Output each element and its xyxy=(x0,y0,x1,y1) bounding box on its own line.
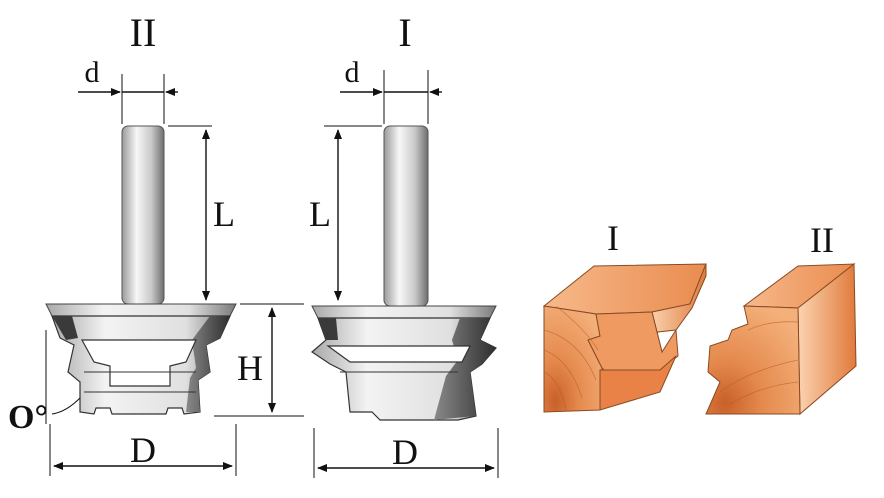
wood-i-lower xyxy=(599,355,677,411)
wood-piece-i xyxy=(542,263,707,413)
left-cutter xyxy=(45,125,237,415)
right-flute-a xyxy=(318,318,338,340)
left-diameter-label: D xyxy=(130,430,156,470)
right-flange xyxy=(311,305,497,319)
left-flute-a xyxy=(52,316,78,340)
right-d-label: d xyxy=(345,56,360,89)
left-shank xyxy=(121,125,165,305)
joint-label-i: I xyxy=(607,218,619,258)
dimension-lines xyxy=(45,70,499,478)
left-d-label: d xyxy=(85,56,100,89)
left-h-label: H xyxy=(237,348,263,388)
wood-piece-ii xyxy=(705,262,857,416)
left-flange xyxy=(45,303,237,317)
left-cutter-label: II xyxy=(130,10,157,55)
wood-ii-face xyxy=(705,305,801,415)
right-cutter-label: I xyxy=(398,10,411,55)
right-shank xyxy=(383,125,429,307)
right-cutter xyxy=(311,125,497,421)
angle-label: O° xyxy=(8,399,48,436)
right-diameter-label: D xyxy=(392,432,418,472)
right-l-label: L xyxy=(309,194,331,234)
left-flute-b xyxy=(186,316,230,412)
left-groove xyxy=(80,339,197,387)
right-flute-b xyxy=(434,318,496,420)
left-l-label: L xyxy=(213,194,235,234)
wood-i-face xyxy=(543,305,603,413)
joint-label-ii: II xyxy=(810,220,834,260)
right-groove xyxy=(326,345,471,363)
